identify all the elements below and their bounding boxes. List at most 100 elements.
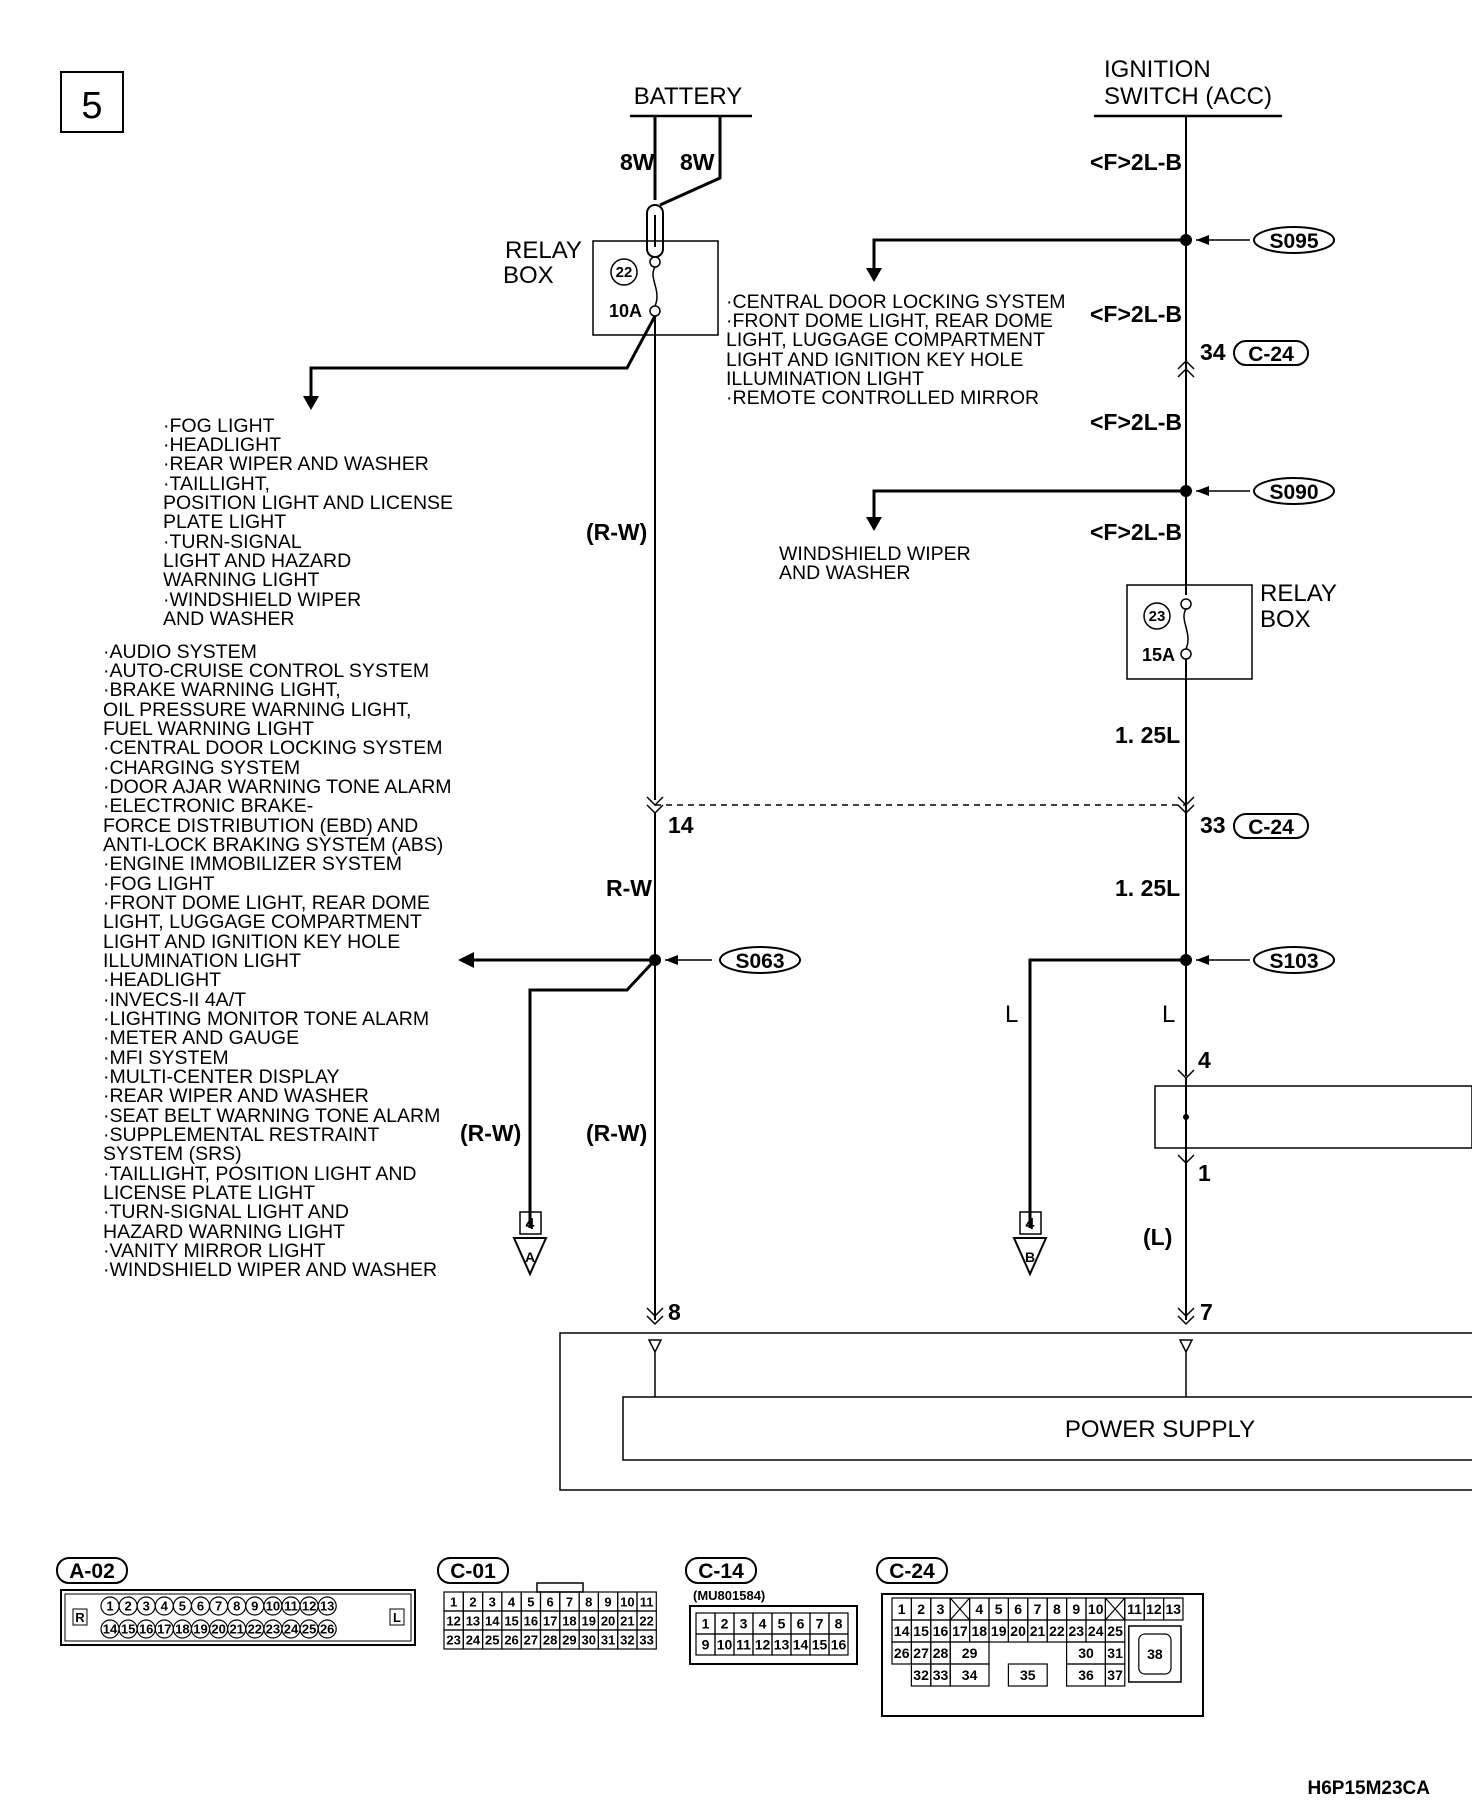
connector-pin: 23 <box>266 1622 280 1637</box>
list-item: ·HEADLIGHT <box>163 434 281 456</box>
page-number-box: 5 <box>60 71 124 133</box>
connector-pin: 15 <box>121 1622 135 1637</box>
intermediate-component-box <box>1154 1085 1472 1149</box>
relay-box-right-title-2: BOX <box>1260 606 1311 633</box>
svg-text:7: 7 <box>1200 1299 1213 1325</box>
connector-pin: 8 <box>835 1616 843 1632</box>
svg-text:C-24: C-24 <box>1248 343 1294 366</box>
list-item: ·MFI SYSTEM <box>103 1047 229 1069</box>
branch-s090-list: WINDSHIELD WIPER AND WASHER <box>779 543 971 584</box>
connector-pin: 31 <box>601 1633 615 1648</box>
list-item: ·SEAT BELT WARNING TONE ALARM <box>103 1105 440 1127</box>
connector-pin: 21 <box>620 1614 634 1629</box>
list-item: ·SUPPLEMENTAL RESTRAINT <box>103 1124 379 1146</box>
connector-pin: 30 <box>582 1633 596 1648</box>
connector-pin: 23 <box>446 1633 460 1648</box>
connector-pin: 7 <box>816 1616 824 1632</box>
ignition-source: IGNITION SWITCH (ACC) <box>1094 56 1282 118</box>
connector-pin: 6 <box>547 1595 554 1610</box>
connector-pin: 17 <box>543 1614 557 1629</box>
connector-pin: 23 <box>1069 1623 1085 1639</box>
connector-pin: 11 <box>640 1595 654 1610</box>
connector-pin: 11 <box>1127 1601 1142 1617</box>
connector-pin: 24 <box>466 1633 481 1648</box>
connector-pin: 6 <box>197 1599 204 1614</box>
connector-pin: 1 <box>898 1601 906 1617</box>
connector-pin: 26 <box>504 1633 518 1648</box>
splice-s090: S090 <box>1253 477 1335 505</box>
connector-pin: 5 <box>995 1601 1003 1617</box>
wire-label-rw-lower: (R-W) <box>586 1120 647 1146</box>
list-item: PLATE LIGHT <box>163 511 286 533</box>
svg-text:S090: S090 <box>1269 481 1318 504</box>
connector-pin: 13 <box>466 1614 480 1629</box>
connector-pin: 12 <box>755 1637 771 1653</box>
connector-pin: 14 <box>894 1623 910 1639</box>
connector-pin: 22 <box>1049 1623 1065 1639</box>
connector-pin: 16 <box>933 1623 949 1639</box>
relay-box-left: RELAY BOX 22 10A <box>503 237 719 336</box>
continuation-b: 4 B <box>1012 1211 1048 1277</box>
connector-pin: 4 <box>759 1616 767 1632</box>
connector-pin: 3 <box>937 1601 945 1617</box>
connector-pin: 13 <box>320 1599 334 1614</box>
connector-pin: 9 <box>251 1599 258 1614</box>
connector-pin: 8 <box>585 1595 592 1610</box>
connector-pin: 21 <box>229 1622 243 1637</box>
battery-source: BATTERY 8W 8W <box>620 83 752 258</box>
connector-pin: 31 <box>1107 1645 1123 1661</box>
svg-text:C-24: C-24 <box>1248 816 1294 839</box>
connector-pin: 6 <box>797 1616 805 1632</box>
branch-relay-list: ·FOG LIGHT ·HEADLIGHT ·REAR WIPER AND WA… <box>163 415 453 630</box>
connector-pin: 25 <box>485 1633 499 1648</box>
list-item: FUEL WARNING LIGHT <box>103 718 314 740</box>
relay-box-right-title-1: RELAY <box>1260 580 1337 607</box>
list-item: ·REAR WIPER AND WASHER <box>163 453 429 475</box>
list-item: WINDSHIELD WIPER <box>779 543 971 565</box>
connector-pin: 1 <box>106 1599 113 1614</box>
svg-text:4: 4 <box>526 1216 535 1233</box>
connector-pin: 3 <box>143 1599 150 1614</box>
list-item: ·FOG LIGHT <box>103 873 215 895</box>
connector-pin: 12 <box>302 1599 316 1614</box>
connector-pin: 15 <box>913 1623 929 1639</box>
svg-text:B: B <box>1025 1249 1035 1265</box>
fuse-number-23: 23 <box>1149 608 1166 625</box>
page-number: 5 <box>81 85 102 127</box>
connector-pin: 8 <box>1053 1601 1061 1617</box>
list-item: ·REAR WIPER AND WASHER <box>103 1085 369 1107</box>
connector-pin: 1 <box>702 1616 710 1632</box>
list-item: ·FRONT DOME LIGHT, REAR DOME <box>103 892 430 914</box>
connector-pin: 18 <box>562 1614 576 1629</box>
connector-pin: 19 <box>582 1614 596 1629</box>
connector-pin: 20 <box>211 1622 225 1637</box>
wire-label-125l-2: 1. 25L <box>1115 875 1180 901</box>
wire-label-f2lb-4: <F>2L-B <box>1090 519 1182 545</box>
connector-pin: 26 <box>320 1622 334 1637</box>
connector-name: C-01 <box>450 1560 496 1583</box>
connector-pin: 14 <box>485 1614 500 1629</box>
connector-pin: 3 <box>489 1595 496 1610</box>
connector-pin: 32 <box>620 1633 634 1648</box>
svg-text:A: A <box>525 1249 535 1265</box>
wire-label-l-paren: (L) <box>1143 1224 1172 1250</box>
svg-text:4: 4 <box>1026 1216 1035 1233</box>
connector-name: C-24 <box>889 1560 935 1583</box>
connector-pin: 9 <box>1072 1601 1080 1617</box>
connector-pin: 28 <box>543 1633 557 1648</box>
connector-pin: 10 <box>266 1599 280 1614</box>
connector-pin: 34 <box>962 1667 978 1683</box>
connector-pin: 33 <box>933 1667 949 1683</box>
list-item: ·TURN-SIGNAL <box>163 531 302 553</box>
connector-pin: 7 <box>215 1599 222 1614</box>
list-item: ·MULTI-CENTER DISPLAY <box>103 1066 340 1088</box>
connector-pin: 7 <box>1034 1601 1042 1617</box>
svg-text:34: 34 <box>1200 339 1226 365</box>
connector-pin: 14 <box>103 1622 118 1637</box>
connector-pin: 13 <box>774 1637 790 1653</box>
relay-box-left-title-2: BOX <box>503 262 554 289</box>
connector-pin: 7 <box>566 1595 573 1610</box>
list-item: POSITION LIGHT AND LICENSE <box>163 492 453 514</box>
list-item: AND WASHER <box>779 562 910 584</box>
